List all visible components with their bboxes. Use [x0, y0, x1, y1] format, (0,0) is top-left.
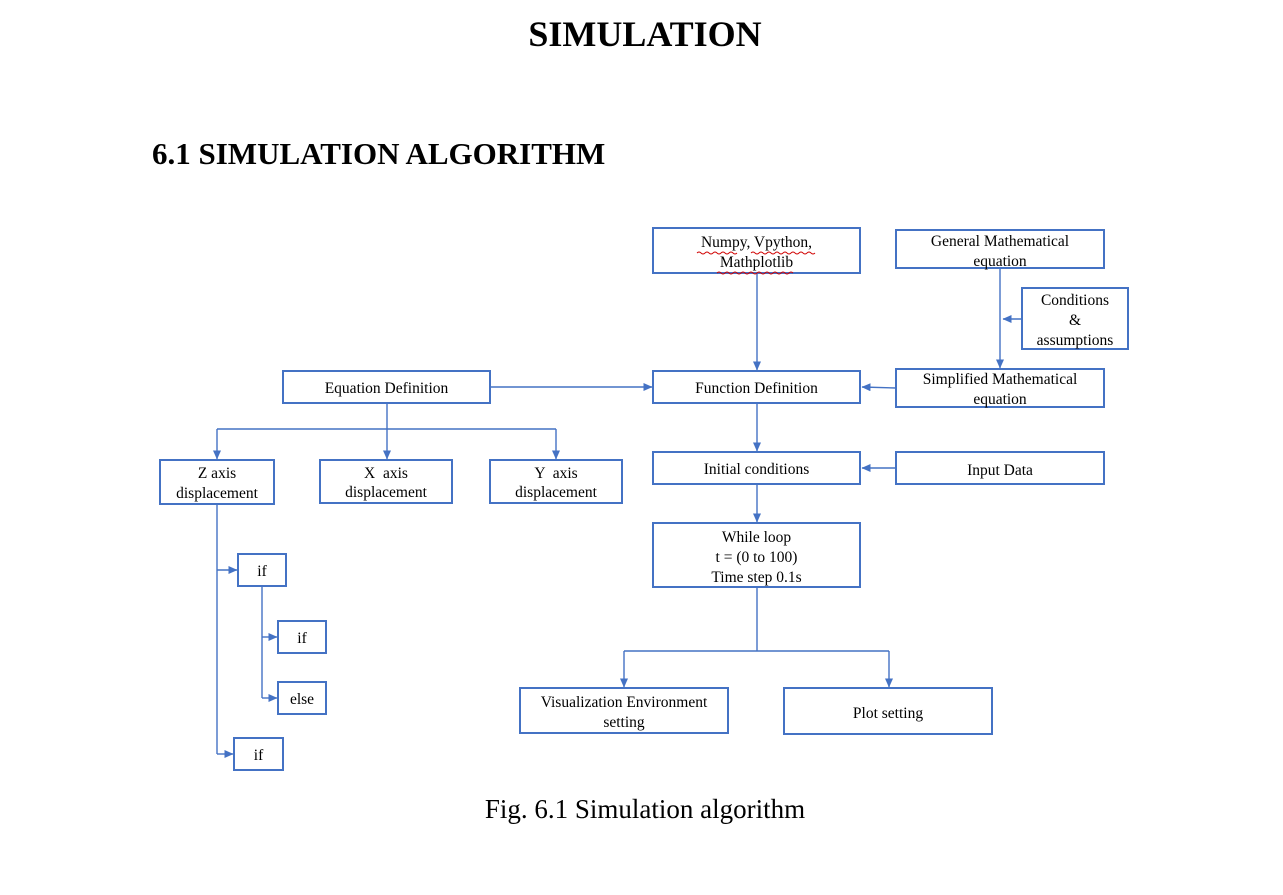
node-visualization-setting-line-2: setting [603, 714, 645, 731]
node-z-axis-line-1: Z axis [198, 465, 236, 482]
node-visualization-setting: Visualization Environment setting [519, 687, 729, 734]
node-conditions-box [1021, 287, 1129, 350]
node-libraries-line-1: Numpy, Vpython, [701, 234, 812, 251]
page-title: SIMULATION [528, 14, 762, 54]
node-conditions: Conditions & assumptions [1021, 287, 1129, 350]
spellcheck-underline-numpy [696, 251, 738, 255]
node-simplified-equation-box [895, 368, 1105, 408]
node-while-loop-line-1: While loop [722, 529, 792, 546]
node-z-axis-line-2: displacement [176, 485, 258, 502]
node-else-nested-box [277, 681, 327, 715]
node-if-nested-label: if [297, 630, 307, 647]
connectors [213, 268, 1022, 758]
node-plot-setting-box [783, 687, 993, 735]
node-if-2-box [233, 737, 284, 771]
node-general-equation-box [895, 229, 1105, 269]
node-plot-setting-label: Plot setting [853, 705, 923, 722]
node-simplified-equation-line-2: equation [973, 391, 1027, 408]
node-if-2-label: if [254, 747, 264, 764]
figure-caption: Fig. 6.1 Simulation algorithm [484, 794, 806, 824]
node-if-2: if [233, 737, 284, 771]
node-while-loop: While loop t = (0 to 100) Time step 0.1s [652, 522, 861, 588]
spellcheck-underline-mathplotlib [716, 271, 794, 275]
node-if-1-label: if [257, 563, 267, 580]
node-initial-conditions-box [652, 451, 861, 485]
node-x-axis-line-2: displacement [345, 484, 427, 501]
node-general-equation: General Mathematical equation [895, 229, 1105, 270]
node-x-axis-line-1: X axis [364, 465, 408, 482]
node-input-data: Input Data [895, 451, 1105, 485]
node-else-nested-label: else [290, 691, 314, 708]
node-general-equation-line-1: General Mathematical [931, 233, 1069, 250]
node-y-axis: Y axis displacement [489, 459, 623, 504]
node-else-nested: else [277, 681, 327, 715]
node-function-definition-box [652, 370, 861, 404]
node-visualization-setting-line-1: Visualization Environment [541, 694, 708, 711]
node-initial-conditions-label: Initial conditions [704, 461, 809, 478]
node-if-nested: if [277, 620, 327, 654]
node-equation-definition-label: Equation Definition [325, 380, 449, 397]
node-z-axis: Z axis displacement [159, 459, 275, 505]
node-x-axis-box [319, 459, 453, 504]
node-while-loop-box [652, 522, 861, 588]
node-equation-definition: Equation Definition [282, 370, 491, 404]
spellcheck-underline-vpython [750, 251, 816, 255]
node-function-definition: Function Definition [652, 370, 861, 404]
node-equation-definition-box [282, 370, 491, 404]
node-conditions-line-2: & [1069, 312, 1081, 329]
node-input-data-box [895, 451, 1105, 485]
node-function-definition-label: Function Definition [695, 380, 818, 397]
node-conditions-line-1: Conditions [1041, 292, 1109, 309]
node-plot-setting: Plot setting [783, 687, 993, 735]
node-conditions-line-3: assumptions [1037, 332, 1114, 349]
node-z-axis-box [159, 459, 275, 505]
node-while-loop-line-3: Time step 0.1s [711, 569, 801, 586]
node-simplified-equation-line-1: Simplified Mathematical [923, 371, 1078, 388]
node-libraries-line-2: Mathplotlib [720, 254, 793, 271]
node-if-nested-box [277, 620, 327, 654]
node-initial-conditions: Initial conditions [652, 451, 861, 485]
node-general-equation-line-2: equation [973, 253, 1027, 270]
connector-simplified-to-function [861, 383, 897, 392]
node-simplified-equation: Simplified Mathematical equation [895, 368, 1105, 408]
section-heading: 6.1 SIMULATION ALGORITHM [152, 136, 606, 171]
node-y-axis-line-2: displacement [515, 484, 597, 501]
node-if-1-box [237, 553, 287, 587]
node-libraries-box [652, 227, 861, 274]
node-input-data-label: Input Data [967, 462, 1033, 479]
node-y-axis-line-1: Y axis [534, 465, 577, 482]
node-if-1: if [237, 553, 287, 587]
node-y-axis-box [489, 459, 623, 504]
node-libraries: Numpy, Vpython, Mathplotlib [652, 227, 861, 275]
node-while-loop-line-2: t = (0 to 100) [716, 549, 798, 566]
node-visualization-setting-box [519, 687, 729, 734]
node-x-axis: X axis displacement [319, 459, 453, 504]
